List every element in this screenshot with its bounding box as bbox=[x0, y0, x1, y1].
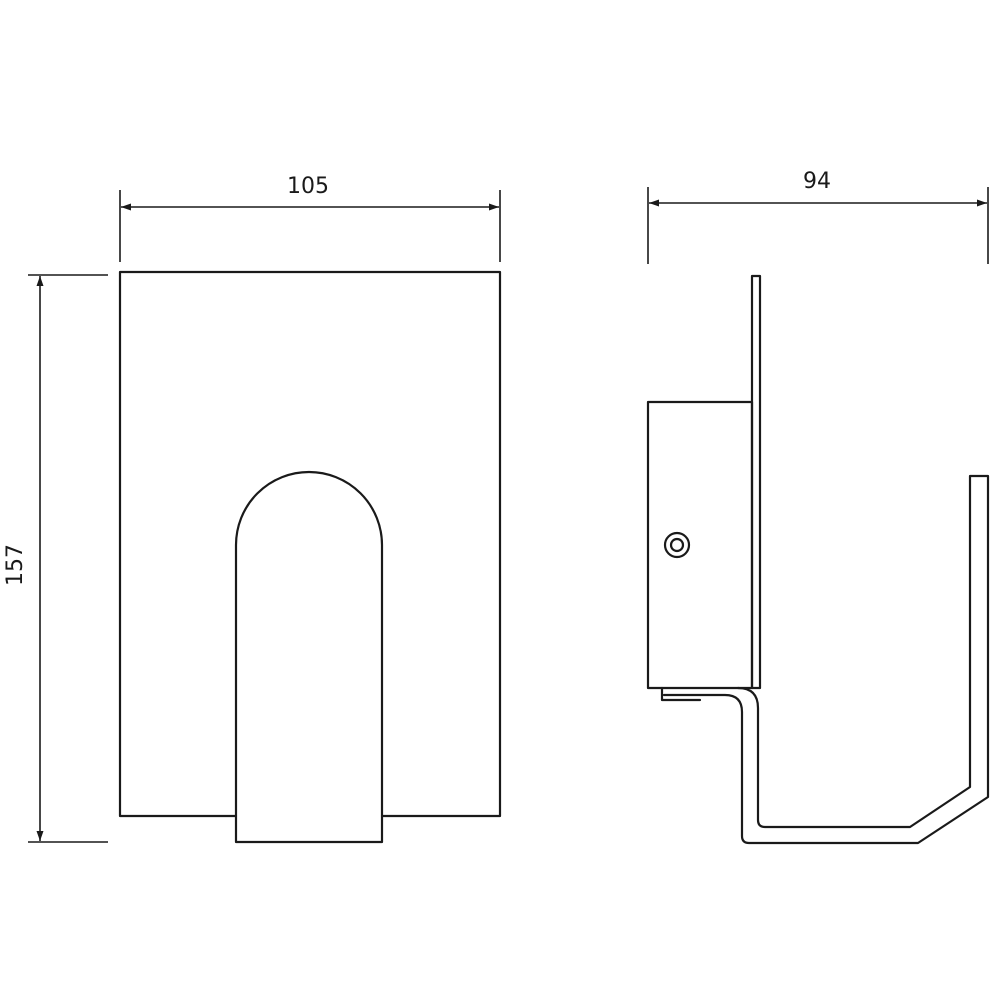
front-backplate bbox=[118, 270, 502, 818]
dimension-height-label: 157 bbox=[3, 544, 28, 586]
dimension-width: 105 bbox=[119, 174, 501, 262]
side-mount-block bbox=[646, 400, 754, 690]
dimension-width-label: 105 bbox=[287, 174, 329, 199]
front-hook bbox=[234, 470, 384, 844]
dimension-depth-label: 94 bbox=[803, 169, 831, 194]
side-ledge bbox=[660, 686, 702, 702]
dimension-height: 157 bbox=[3, 274, 108, 843]
front-view bbox=[118, 270, 502, 844]
dimension-depth: 94 bbox=[647, 169, 989, 264]
side-wall-plate bbox=[750, 274, 762, 690]
side-hook-rod bbox=[662, 474, 990, 845]
side-view bbox=[646, 274, 990, 845]
set-screw-icon bbox=[663, 531, 691, 559]
